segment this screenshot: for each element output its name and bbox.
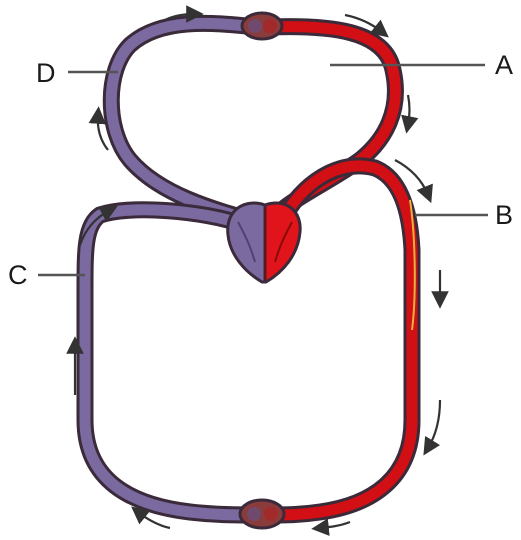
label-b: B bbox=[495, 200, 513, 230]
heart bbox=[228, 203, 300, 282]
label-a: A bbox=[495, 50, 513, 80]
flow-arrow-bottom-right bbox=[320, 522, 350, 528]
label-c: C bbox=[8, 260, 28, 290]
vena-cava-vessel bbox=[85, 210, 250, 515]
label-d: D bbox=[36, 58, 56, 88]
heart-right-side bbox=[228, 203, 265, 282]
flow-arrow-aorta-lower bbox=[428, 400, 440, 448]
flow-arrow-pulmonary-vein bbox=[408, 95, 410, 125]
